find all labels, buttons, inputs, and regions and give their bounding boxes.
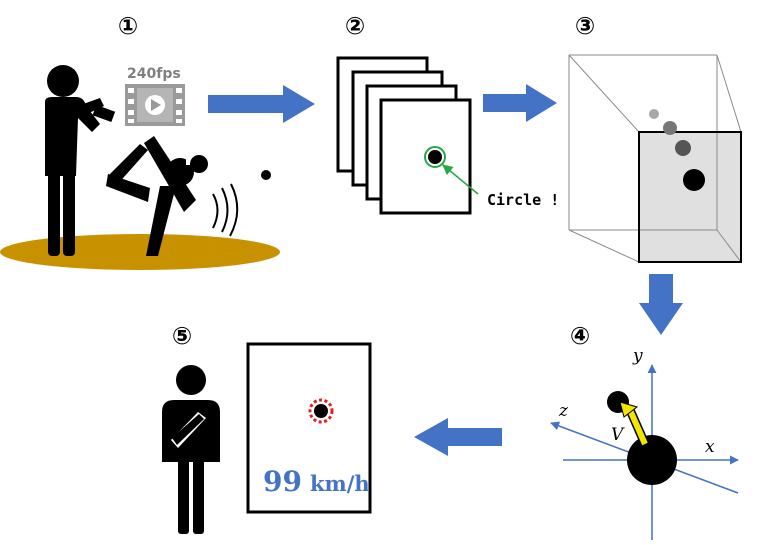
ground-ellipse xyxy=(0,234,280,270)
detect-pointer-arrow xyxy=(442,164,479,195)
pitcher-figure xyxy=(106,136,239,256)
ball-in-frame xyxy=(428,150,442,164)
trajectory-ball-1 xyxy=(649,109,659,119)
velocity-vector xyxy=(627,408,648,446)
step-number-4: ④ xyxy=(570,322,590,350)
flow-arrow-2-to-3 xyxy=(483,84,557,122)
y-axis-label: y xyxy=(632,346,643,366)
velocity-arrowhead xyxy=(619,401,639,418)
step1-scene: 240fps xyxy=(0,65,280,270)
step-number-1: ① xyxy=(118,12,138,40)
thrown-ball xyxy=(261,170,271,180)
fps-label: 240fps xyxy=(127,66,181,82)
step2-frames: Circle ! xyxy=(336,56,559,215)
origin-ball xyxy=(627,435,677,485)
step-number-2: ② xyxy=(345,12,365,40)
cameraman-figure xyxy=(45,65,116,256)
trajectory-ball-4 xyxy=(683,169,705,191)
speed-unit: km/h xyxy=(310,471,370,496)
trajectory-ball-2 xyxy=(663,121,677,135)
box-front-outline xyxy=(638,131,742,263)
flow-arrow-3-to-4 xyxy=(639,274,683,335)
step-number-5: ⑤ xyxy=(172,322,192,350)
viewer-figure xyxy=(162,365,220,534)
step3-3d-box xyxy=(568,54,742,263)
step4-axes: V y x z xyxy=(550,346,739,540)
trajectory-ball-3 xyxy=(675,140,691,156)
z-axis-label: z xyxy=(558,401,569,421)
result-screen: 99 km/h xyxy=(246,342,372,514)
step-number-3: ③ xyxy=(575,12,595,40)
speed-value: 99 xyxy=(263,465,302,498)
x-axis-label: x xyxy=(705,437,715,457)
flow-arrow-4-to-5 xyxy=(414,418,502,456)
velocity-label: V xyxy=(611,425,625,445)
video-camera-icon: 240fps xyxy=(125,66,185,126)
ball-marker xyxy=(314,404,328,418)
circle-detected-label: Circle ! xyxy=(487,191,559,209)
speed-readout: 99 km/h xyxy=(263,465,370,498)
result-frame xyxy=(246,342,372,514)
ball-marker-ring xyxy=(308,398,334,424)
box-front-face xyxy=(639,132,741,262)
flow-arrow-1-to-2 xyxy=(208,85,315,123)
